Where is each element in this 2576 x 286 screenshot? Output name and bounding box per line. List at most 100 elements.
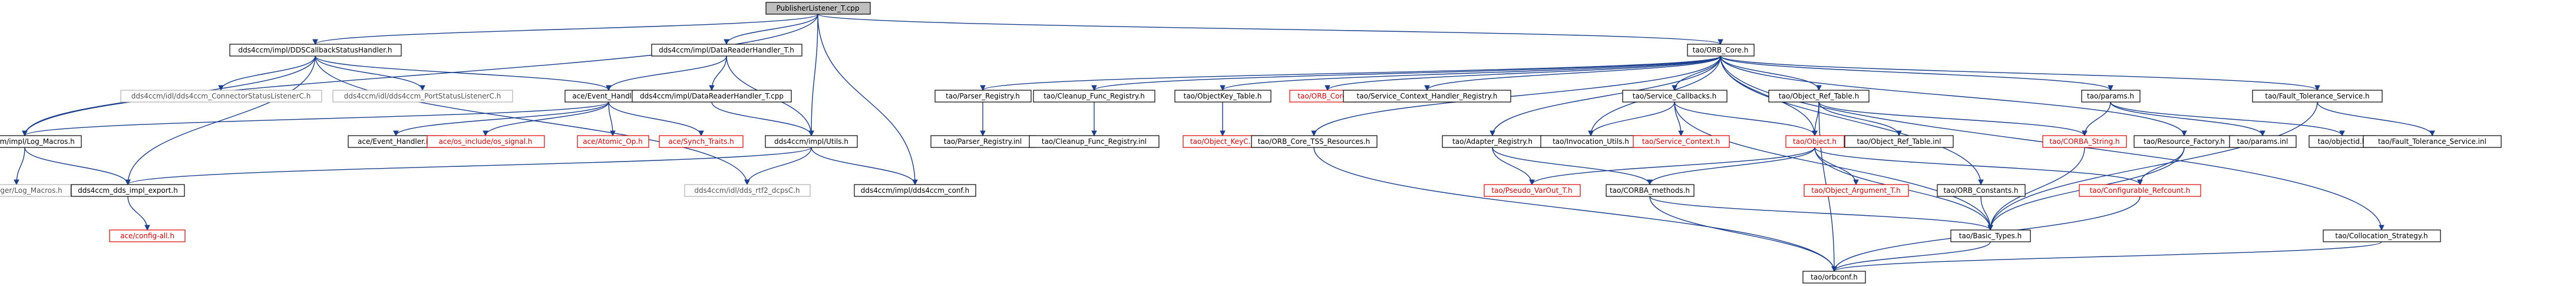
node-dcb[interactable]: dds4ccm/impl/DDSCallbackStatusHandler.h	[229, 44, 402, 57]
edge-root-to-drh	[724, 14, 818, 45]
node-ddsconf[interactable]: dds4ccm/impl/dds4ccm_conf.h	[854, 184, 976, 197]
node-drh[interactable]: dds4ccm/impl/DataReaderHandler_T.h	[651, 44, 802, 57]
node-parserreg[interactable]: tao/Parser_Registry.h	[934, 90, 1032, 103]
node-portstat[interactable]: dds4ccm/idl/dds4ccm_PortStatusListenerC.…	[332, 90, 513, 103]
node-box	[1687, 44, 1755, 57]
edge-drh-to-drhcpp	[709, 55, 727, 91]
node-ftsvc[interactable]: tao/Fault_Tolerance_Service.h	[2252, 90, 2383, 103]
node-label: tao/ORB_Constants.h	[1943, 186, 2018, 195]
node-svcctx[interactable]: tao/Service_Context.h	[1633, 135, 1730, 148]
edge-object-to-corbamethods	[1647, 147, 1815, 186]
node-box	[2042, 135, 2127, 148]
node-corbastr[interactable]: tao/CORBA_String.h	[2042, 135, 2127, 148]
node-box	[0, 184, 71, 197]
node-ftsvcinl[interactable]: tao/Fault_Tolerance_Service.inl	[2363, 135, 2502, 148]
node-box	[427, 135, 545, 148]
node-orbconf[interactable]: tao/orbconf.h	[1802, 271, 1866, 284]
node-objreftinl[interactable]: tao/Object_Ref_Table.inl	[1844, 135, 1954, 148]
node-label: ace/Event_Handler.inl	[358, 137, 434, 146]
node-label: tao/CORBA_methods.h	[1610, 186, 1690, 195]
node-drhcpp[interactable]: dds4ccm/impl/DataReaderHandler_T.cpp	[632, 90, 792, 103]
node-box	[2363, 135, 2502, 148]
node-box	[1174, 90, 1272, 103]
node-label: tao/Resource_Factory.h	[2144, 137, 2225, 146]
node-colloc[interactable]: tao/Collocation_Strategy.h	[2323, 229, 2441, 242]
node-box	[229, 44, 402, 57]
node-objkey[interactable]: tao/ObjectKey_Table.h	[1174, 90, 1272, 103]
node-resfactory[interactable]: tao/Resource_Factory.h	[2134, 135, 2235, 148]
node-box	[0, 135, 82, 148]
node-ndds[interactable]: dds4ccm/idl/dds_rtf2_dcpsC.h	[684, 184, 811, 197]
node-logmacros[interactable]: dds4ccm/impl/Log_Macros.h	[0, 135, 82, 148]
edge-orbcore-to-objref	[1720, 55, 1822, 91]
node-dds4ccmexp[interactable]: dds4ccm_dds_impl_export.h	[71, 184, 185, 197]
node-label: tao/Fault_Tolerance_Service.h	[2265, 92, 2369, 100]
node-cfgrefcount[interactable]: tao/Configurable_Refcount.h	[2079, 184, 2201, 197]
edge-drh-to-eventhandler	[606, 55, 727, 91]
node-label: dds4ccm_dds_impl_export.h	[78, 186, 178, 195]
node-svccb[interactable]: tao/Service_Callbacks.h	[1622, 90, 1728, 103]
node-objectid[interactable]: tao/objectid.h	[2309, 135, 2376, 148]
node-box	[1785, 135, 1845, 148]
node-aceconfig[interactable]: ace/config-all.h	[109, 229, 186, 242]
node-basictypes[interactable]: tao/Basic_Types.h	[1950, 229, 2031, 242]
node-utils[interactable]: dds4ccm/impl/Utils.h	[765, 135, 858, 148]
node-orbcore[interactable]: tao/ORB_Core.h	[1687, 44, 1755, 57]
node-atomic[interactable]: ace/Atomic_Op.h	[577, 135, 649, 148]
node-label: dds4ccm/impl/DataReaderHandler_T.cpp	[640, 92, 784, 100]
node-evhinl[interactable]: ace/Event_Handler.inl	[348, 135, 445, 148]
edge-root-to-utils	[808, 14, 818, 137]
node-label: tao/ORB_Core.h	[1693, 46, 1749, 54]
node-box	[577, 135, 649, 148]
node-cleanupinl[interactable]: tao/Cleanup_Func_Registry.inl	[1029, 135, 1160, 148]
node-label: tao/objectid.h	[2318, 137, 2367, 146]
node-invutils[interactable]: tao/Invocation_Utils.h	[1540, 135, 1642, 148]
node-eventhandler[interactable]: ace/Event_Handler.h	[564, 90, 653, 103]
node-root[interactable]: PublisherListener_T.cpp	[765, 2, 871, 15]
node-label: tao/Service_Context_Handler_Registry.h	[1357, 92, 1498, 100]
node-adapterreg[interactable]: tao/Adapter_Registry.h	[1442, 135, 1543, 148]
node-label: tao/orbconf.h	[1811, 273, 1858, 281]
node-orbconst[interactable]: tao/ORB_Constants.h	[1937, 184, 2026, 197]
edge-orbcore-to-tss	[1311, 55, 1721, 137]
edge-dcb-to-portstat	[315, 55, 425, 91]
node-cleanup[interactable]: tao/Cleanup_Func_Registry.h	[1033, 90, 1155, 103]
node-label: tao/Object.h	[1793, 137, 1837, 146]
node-label: tao/ObjectKey_Table.h	[1184, 92, 1262, 100]
node-object[interactable]: tao/Object.h	[1785, 135, 1845, 148]
node-label: ace/Atomic_Op.h	[583, 137, 643, 146]
node-logmac2[interactable]: ciao/Logger/Log_Macros.h	[0, 184, 71, 197]
node-parserreginl[interactable]: tao/Parser_Registry.inl	[930, 135, 1036, 148]
node-label: tao/Object_Ref_Table.inl	[1857, 137, 1941, 146]
node-pseudovar[interactable]: tao/Pseudo_VarOut_T.h	[1484, 184, 1581, 197]
edge-dcb-to-connstat	[218, 55, 316, 91]
node-label: tao/params.inl	[2237, 137, 2288, 146]
edge-orbcore-to-svcctxreg	[1424, 55, 1721, 91]
edge-orbcore-to-resfactory	[1720, 55, 2187, 137]
node-box	[2079, 184, 2201, 197]
node-label: ace/Event_Handler.h	[572, 92, 645, 100]
edge-resfactory-to-cfgrefcount	[2137, 147, 2185, 186]
edge-root-to-orbcore	[817, 14, 1723, 45]
node-box	[332, 90, 513, 103]
node-osinclude[interactable]: ace/os_include/os_signal.h	[427, 135, 545, 148]
edge-eventhandler-to-synchtraits	[608, 101, 704, 137]
node-tss[interactable]: tao/ORB_Core_TSS_Resources.h	[1251, 135, 1378, 148]
node-box	[651, 44, 802, 57]
node-box	[1768, 90, 1870, 103]
node-svcctxreg[interactable]: tao/Service_Context_Handler_Registry.h	[1343, 90, 1511, 103]
node-synchtraits[interactable]: ace/Synch_Traits.h	[659, 135, 744, 148]
node-connstat[interactable]: dds4ccm/idl/dds4ccm_ConnectorStatusListe…	[120, 90, 322, 103]
node-objkeyc[interactable]: tao/Object_KeyC.h	[1183, 135, 1263, 148]
edge-orbcore-to-adapterreg	[1490, 55, 1721, 137]
node-objarg[interactable]: tao/Object_Argument_T.h	[1804, 184, 1909, 197]
node-box	[1844, 135, 1954, 148]
node-paramsinl[interactable]: tao/params.inl	[2229, 135, 2297, 148]
node-objref[interactable]: tao/Object_Ref_Table.h	[1768, 90, 1870, 103]
node-params[interactable]: tao/params.h	[2081, 90, 2141, 103]
node-corbamethods[interactable]: tao/CORBA_methods.h	[1606, 184, 1695, 197]
edge-params-to-objectid	[2110, 101, 2345, 137]
node-box	[1606, 184, 1695, 197]
node-box	[1484, 184, 1581, 197]
